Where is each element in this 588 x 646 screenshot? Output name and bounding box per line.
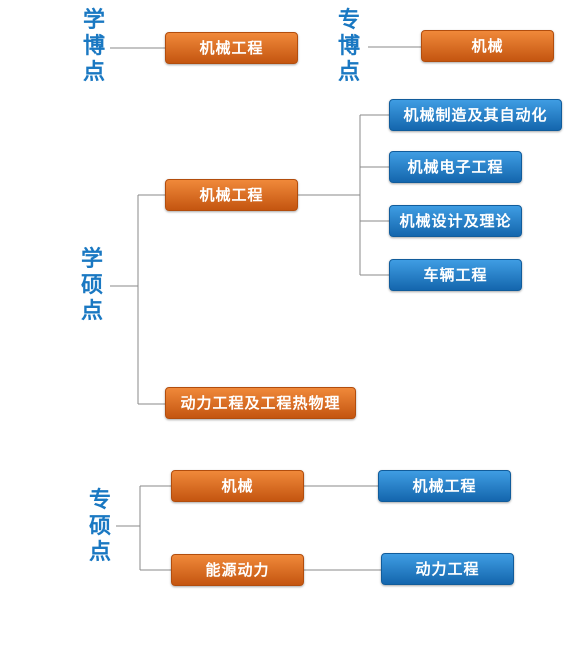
node-xue-bo-mech-eng: 机械工程 bbox=[165, 32, 298, 64]
node-zhuan-bo-mech: 机械 bbox=[421, 30, 554, 62]
node-mech-manufacturing: 机械制造及其自动化 bbox=[389, 99, 562, 131]
node-vehicle-eng: 车辆工程 bbox=[389, 259, 522, 291]
node-mech-design: 机械设计及理论 bbox=[389, 205, 522, 237]
node-xue-shuo-mech-eng: 机械工程 bbox=[165, 179, 298, 211]
node-mechatronics: 机械电子工程 bbox=[389, 151, 522, 183]
node-zhuan-shuo-energy-power: 能源动力 bbox=[171, 554, 304, 586]
node-zhuan-shuo-mech-eng: 机械工程 bbox=[378, 470, 511, 502]
label-xue-shuo: 学硕点 bbox=[80, 247, 103, 324]
label-zhuan-bo: 专博点 bbox=[337, 8, 360, 85]
node-xue-shuo-power-eng: 动力工程及工程热物理 bbox=[165, 387, 356, 419]
label-zhuan-shuo: 专硕点 bbox=[88, 488, 111, 565]
node-zhuan-shuo-mech: 机械 bbox=[171, 470, 304, 502]
node-zhuan-shuo-power-eng: 动力工程 bbox=[381, 553, 514, 585]
label-xue-bo: 学博点 bbox=[82, 8, 105, 85]
